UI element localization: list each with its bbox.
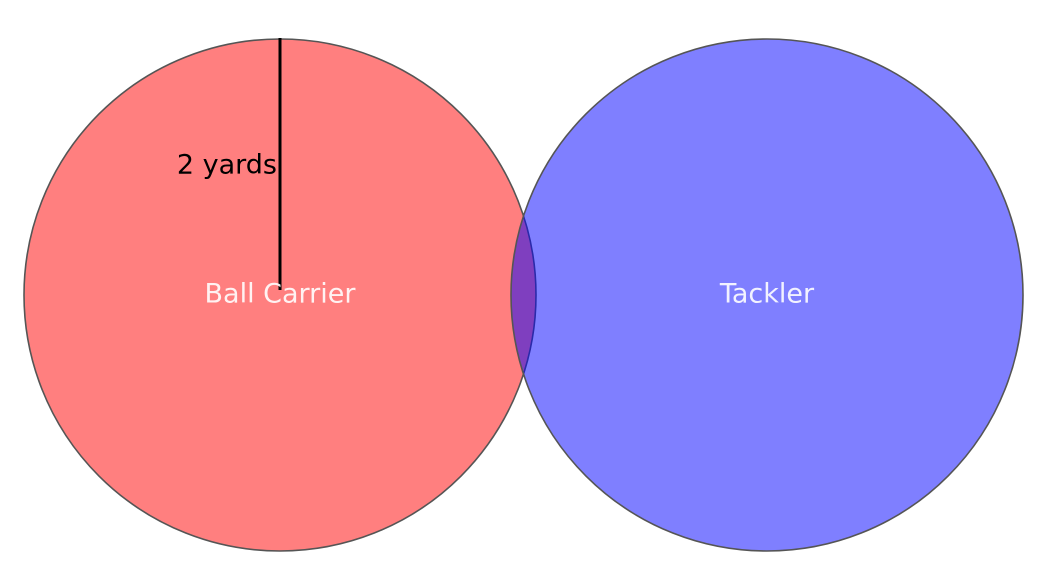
ball-carrier-label: Ball Carrier [205,279,357,310]
tackler-circle [510,38,1024,552]
radius-label: 2 yards [177,150,277,181]
tackler-label: Tackler [719,279,815,310]
